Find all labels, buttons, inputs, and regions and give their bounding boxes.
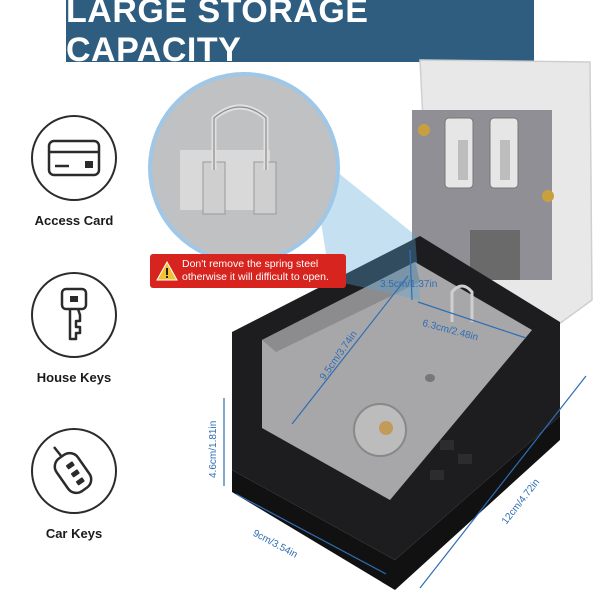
banner-title: LARGE STORAGE CAPACITY: [66, 0, 369, 69]
warning-callout: Don't remove the spring steel otherwise …: [150, 254, 346, 288]
car-keys-label: Car Keys: [45, 526, 103, 541]
access-card-label: Access Card: [34, 213, 114, 228]
inner-depth-label: 3.5cm/1.37in: [380, 279, 438, 290]
house-keys-item: House Keys: [0, 272, 148, 385]
car-key-icon: [31, 428, 117, 514]
house-key-icon: [31, 272, 117, 358]
access-card-item: Access Card: [0, 115, 148, 228]
car-keys-item: Car Keys: [0, 428, 148, 541]
title-banner: LARGE STORAGE CAPACITY: [66, 0, 534, 69]
house-keys-label: House Keys: [36, 370, 112, 385]
outer-depth-label: 4.6cm/1.81in: [208, 420, 219, 478]
warning-line-2: otherwise it will difficult to open.: [182, 271, 329, 283]
warning-icon: [156, 261, 178, 281]
access-card-icon: [31, 115, 117, 201]
warning-line-1: Don't remove the spring steel: [182, 258, 319, 270]
